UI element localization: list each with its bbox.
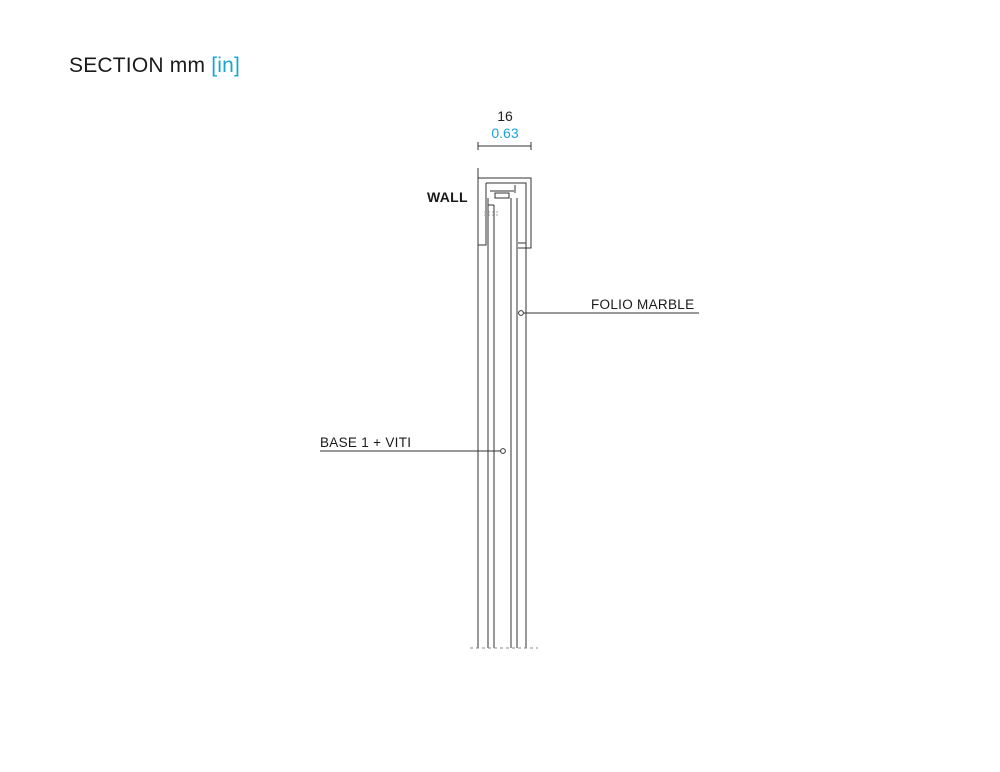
folio-marble-panel	[510, 198, 527, 648]
dimension-line	[477, 142, 532, 150]
title-main: SECTION mm	[69, 54, 206, 77]
base-label: BASE 1 + VITI	[320, 435, 412, 450]
top-profile	[478, 177, 532, 249]
wall-label: WALL	[427, 189, 468, 205]
screw-hidden-lines	[484, 211, 500, 216]
folio-marble-label: FOLIO MARBLE	[591, 297, 695, 312]
page-title: SECTION mm [in]	[69, 54, 240, 78]
title-unit-alt: [in]	[211, 54, 241, 77]
folio-marble-leader	[518, 310, 699, 316]
base-leader	[320, 448, 506, 454]
dimension-in: 0.63	[491, 125, 519, 141]
dimension-mm: 16	[497, 108, 513, 124]
base-panel	[487, 198, 495, 648]
